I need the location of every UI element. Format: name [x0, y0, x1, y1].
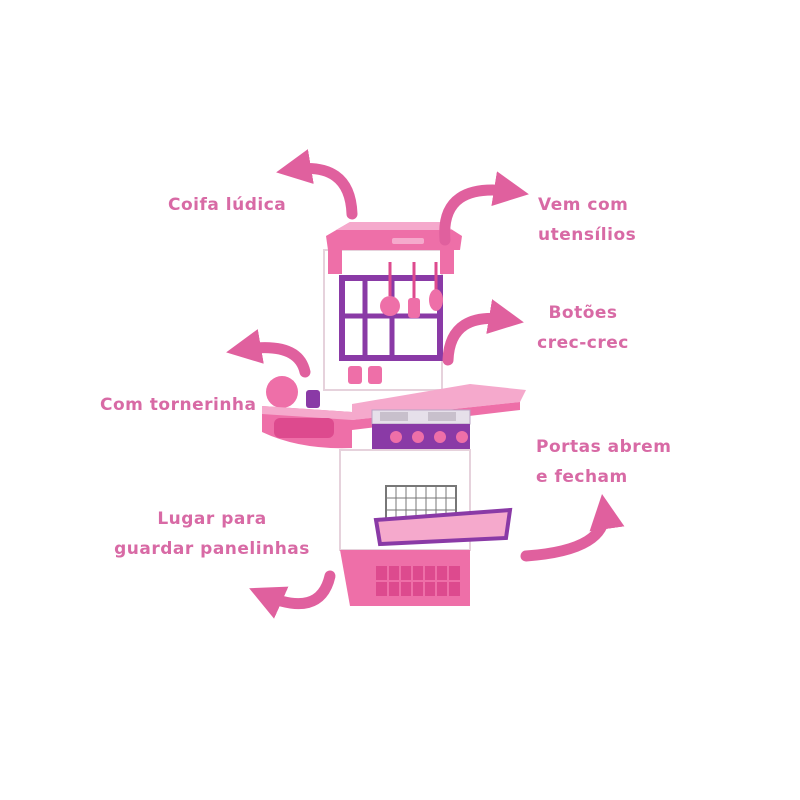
arrow-buttons-icon — [442, 299, 524, 366]
callout-hood: Coifa lúdica — [168, 190, 286, 220]
arrow-utensils-icon — [439, 171, 529, 246]
arrow-faucet-icon — [226, 329, 311, 378]
callout-doors-line-1: Portas abrem — [536, 437, 672, 457]
callout-arrows — [226, 149, 625, 619]
callout-utensils-line-2: utensílios — [538, 225, 637, 245]
callout-storage: Lugar para guardar panelinhas — [112, 504, 312, 564]
toy-kitchen — [262, 222, 526, 606]
callout-buttons-line-1: Botões — [548, 303, 618, 323]
callout-buttons-line-2: crec-crec — [537, 333, 629, 353]
sink — [274, 418, 334, 438]
callout-storage-line-1: Lugar para — [157, 509, 267, 529]
arrow-doors-icon — [520, 494, 625, 562]
faucet — [306, 390, 320, 408]
cup — [266, 376, 298, 408]
arrow-storage-icon — [249, 570, 336, 619]
callout-hood-line-1: Coifa lúdica — [168, 195, 287, 215]
callout-storage-line-2: guardar panelinhas — [114, 539, 310, 559]
callout-faucet-line-1: Com tornerinha — [100, 395, 257, 415]
callout-buttons: Botões crec-crec — [528, 298, 638, 358]
callout-doors-line-2: e fecham — [536, 467, 628, 487]
callout-utensils-line-1: Vem com — [538, 195, 629, 215]
oven-door — [373, 507, 513, 547]
utensils — [380, 262, 443, 318]
arrow-hood-icon — [276, 149, 358, 220]
callout-faucet: Com tornerinha — [100, 390, 257, 420]
callout-doors: Portas abrem e fecham — [536, 432, 671, 492]
callout-utensils: Vem com utensílios — [538, 190, 636, 250]
